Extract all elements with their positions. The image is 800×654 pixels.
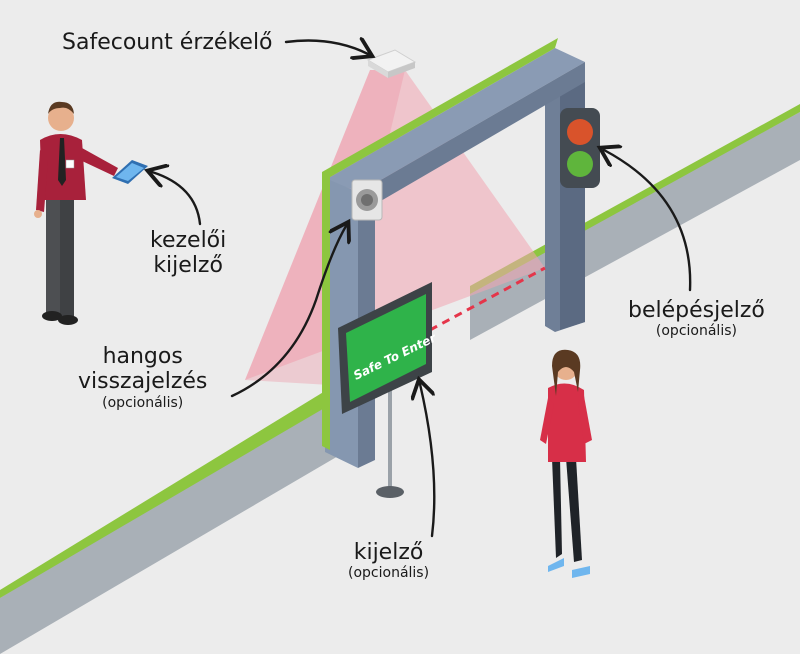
label-operator-line1: kezelői: [150, 228, 227, 253]
label-entry-light-optional: (opcionális): [655, 323, 737, 340]
laser-beam: [429, 266, 546, 332]
label-sound-feedback: hangos visszajelzés (opcionális): [78, 344, 207, 411]
label-display-text: kijelző: [353, 540, 424, 565]
label-sound-line2: visszajelzés: [78, 369, 208, 395]
label-sensor-text: Safecount érzékelő: [62, 30, 273, 55]
arrow-light: [604, 150, 692, 292]
speaker-icon: [351, 179, 383, 221]
front-wall: [0, 388, 345, 654]
safe-to-enter-display: Safe To Enter: [338, 282, 439, 414]
label-sound-line1: hangos: [102, 344, 183, 369]
arrow-display: [420, 384, 436, 538]
label-display-optional: (opcionális): [348, 565, 430, 582]
arrow-sensor: [284, 41, 368, 55]
label-sound-optional: (opcionális): [102, 394, 184, 411]
operator-person: [34, 101, 148, 325]
display-stand: [376, 385, 404, 498]
label-entry-light-text: belépésjelző: [628, 298, 765, 323]
ceiling-sensor: [366, 49, 417, 78]
label-operator-line2: kijelző: [153, 253, 223, 279]
label-operator-display: kezelői kijelző: [150, 228, 226, 279]
traffic-light-icon: [560, 108, 600, 188]
label-display: kijelző (opcionális): [348, 540, 429, 581]
label-entry-light: belépésjelző (opcionális): [628, 298, 765, 339]
annotation-arrows: [152, 41, 692, 538]
arrow-operator: [152, 172, 202, 226]
woman-person: [540, 349, 592, 578]
label-sensor: Safecount érzékelő: [62, 30, 273, 55]
arrow-sound: [230, 226, 346, 398]
